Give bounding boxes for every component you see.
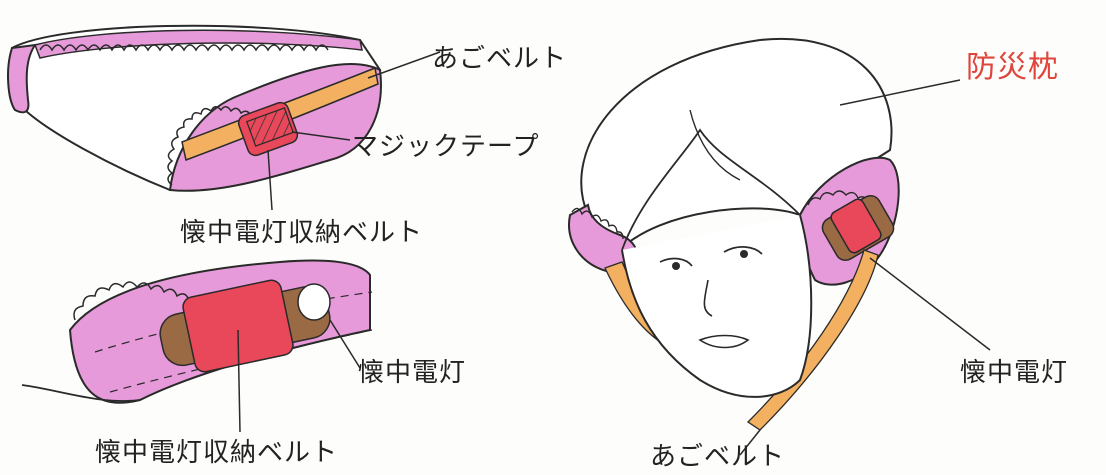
label-holder-belt-bottom: 懐中電灯収納ベルト [95,438,339,468]
label-bousai-makura: 防災枕 [966,50,1059,85]
label-ago-belt-bottom: あごベルト [650,442,786,472]
pillow-closeup [21,259,373,404]
label-holder-belt-top: 懐中電灯収納ベルト [180,218,424,248]
label-ago-belt-top: あごベルト [432,44,568,74]
pillow-top-view [7,24,382,192]
person-wearing-pillow [568,37,900,431]
label-flashlight-right: 懐中電灯 [960,358,1069,388]
label-magic-tape: マジックテープ [352,132,540,162]
label-flashlight-mid: 懐中電灯 [358,358,467,388]
